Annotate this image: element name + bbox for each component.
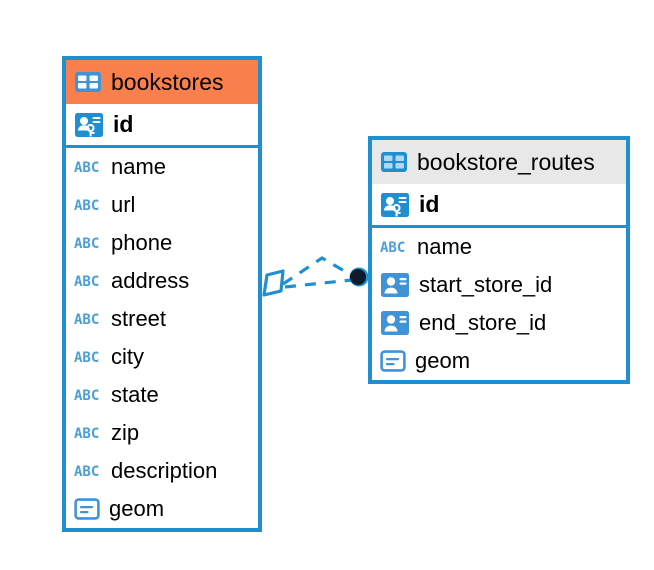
relationship-branch-upper (282, 256, 354, 286)
field-row-geom[interactable]: geom (372, 342, 626, 380)
field-row-phone[interactable]: ABC phone (66, 224, 258, 262)
abc-text-icon: ABC (74, 273, 102, 289)
filled-circle-halo-icon (349, 267, 369, 287)
foreign-key-icon (380, 272, 410, 298)
field-row-id[interactable]: id (66, 104, 258, 148)
field-label-geom: geom (415, 348, 471, 373)
field-label-id: id (113, 111, 134, 137)
svg-text:ABC: ABC (74, 160, 99, 175)
entity-bookstores-header[interactable]: bookstores (66, 60, 258, 104)
geometry-icon (74, 498, 100, 520)
svg-text:ABC: ABC (74, 388, 99, 403)
field-label-start-store-id: start_store_id (419, 272, 553, 297)
svg-text:ABC: ABC (74, 350, 99, 365)
svg-text:ABC: ABC (74, 236, 99, 251)
geometry-icon (380, 350, 406, 372)
field-row-name[interactable]: ABC name (66, 148, 258, 186)
field-label-geom: geom (109, 496, 165, 521)
field-label-zip: zip (111, 420, 140, 445)
field-label-url: url (111, 192, 136, 217)
abc-text-icon: ABC (74, 349, 102, 365)
field-label-description: description (111, 458, 218, 483)
entity-bookstores-title: bookstores (111, 68, 224, 95)
abc-text-icon: ABC (380, 239, 408, 255)
field-row-url[interactable]: ABC url (66, 186, 258, 224)
abc-text-icon: ABC (74, 463, 102, 479)
field-label-state: state (111, 382, 159, 407)
field-row-geom[interactable]: geom (66, 490, 258, 528)
abc-text-icon: ABC (74, 197, 102, 213)
field-row-address[interactable]: ABC address (66, 262, 258, 300)
diamond-open-icon (262, 269, 285, 297)
abc-text-icon: ABC (74, 387, 102, 403)
primary-key-icon (74, 111, 104, 139)
field-row-street[interactable]: ABC street (66, 300, 258, 338)
entity-bookstore-routes[interactable]: bookstore_routes id ABC name start_store_i… (368, 136, 630, 384)
abc-text-icon: ABC (74, 425, 102, 441)
field-label-name: name (111, 154, 167, 179)
field-row-state[interactable]: ABC state (66, 376, 258, 414)
abc-text-icon: ABC (74, 235, 102, 251)
field-row-id[interactable]: id (372, 184, 626, 228)
primary-key-icon (380, 191, 410, 219)
field-row-name[interactable]: ABC name (372, 228, 626, 266)
entity-bookstore-routes-title: bookstore_routes (417, 148, 595, 175)
field-row-description[interactable]: ABC description (66, 452, 258, 490)
field-row-start-store-id[interactable]: start_store_id (372, 266, 626, 304)
field-label-end-store-id: end_store_id (419, 310, 547, 335)
svg-text:ABC: ABC (74, 312, 99, 327)
field-label-city: city (111, 344, 144, 369)
table-icon (74, 70, 102, 94)
field-label-street: street (111, 306, 167, 331)
svg-text:ABC: ABC (380, 240, 405, 255)
field-row-zip[interactable]: ABC zip (66, 414, 258, 452)
svg-text:ABC: ABC (74, 198, 99, 213)
abc-text-icon: ABC (74, 159, 102, 175)
foreign-key-icon (380, 310, 410, 336)
field-label-id: id (419, 191, 440, 217)
field-row-city[interactable]: ABC city (66, 338, 258, 376)
field-label-name: name (417, 234, 473, 259)
field-label-phone: phone (111, 230, 173, 255)
relationship-branch-lower (284, 278, 353, 289)
filled-circle-icon (350, 269, 366, 285)
svg-text:ABC: ABC (74, 426, 99, 441)
abc-text-icon: ABC (74, 311, 102, 327)
svg-text:ABC: ABC (74, 464, 99, 479)
field-label-address: address (111, 268, 190, 293)
entity-bookstore-routes-header[interactable]: bookstore_routes (372, 140, 626, 184)
table-icon (380, 150, 408, 174)
field-row-end-store-id[interactable]: end_store_id (372, 304, 626, 342)
svg-text:ABC: ABC (74, 274, 99, 289)
